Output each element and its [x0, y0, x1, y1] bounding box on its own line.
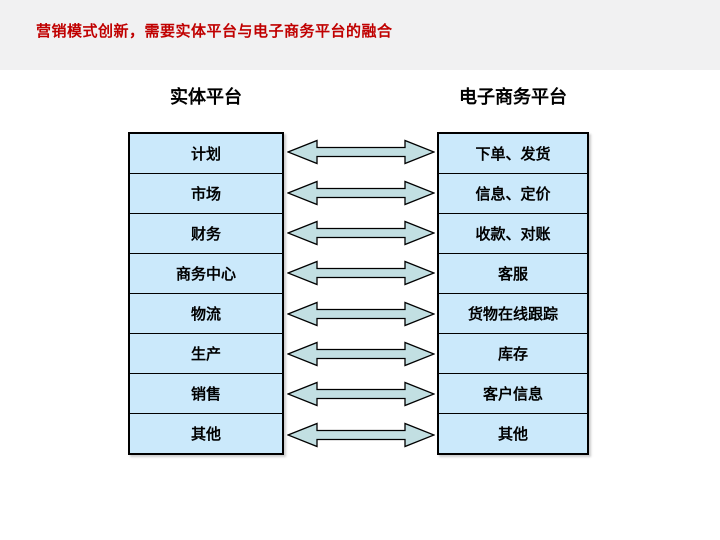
double-arrow-icon: [286, 422, 435, 448]
ecommerce-platform-table: 下单、发货 信息、定价 收款、对账 客服 货物在线跟踪 库存 客户信息 其他: [437, 132, 589, 455]
right-cell-info-pricing: 信息、定价: [439, 174, 587, 214]
arrows-column: [284, 132, 437, 455]
left-cell-plan: 计划: [130, 134, 282, 174]
double-arrow-icon: [286, 301, 435, 327]
double-arrow-icon: [286, 180, 435, 206]
double-arrow-icon: [286, 220, 435, 246]
double-arrow-icon: [286, 381, 435, 407]
left-cell-production: 生产: [130, 334, 282, 374]
physical-platform-table: 计划 市场 财务 商务中心 物流 生产 销售 其他: [128, 132, 284, 455]
left-cell-logistics: 物流: [130, 294, 282, 334]
left-cell-sales: 销售: [130, 374, 282, 414]
left-cell-commerce: 商务中心: [130, 254, 282, 294]
slide-title: 营销模式创新，需要实体平台与电子商务平台的融合: [36, 23, 393, 40]
double-arrow-icon: [286, 139, 435, 165]
right-cell-order-ship: 下单、发货: [439, 134, 587, 174]
right-cell-tracking: 货物在线跟踪: [439, 294, 587, 334]
right-cell-other: 其他: [497, 426, 528, 443]
right-cell-payment-recon: 收款、对账: [439, 214, 587, 254]
left-cell-market: 市场: [130, 174, 282, 214]
double-arrow-icon: [286, 260, 435, 286]
right-cell-inventory: 库存: [439, 334, 587, 374]
right-cell-service: 客服: [439, 254, 587, 294]
double-arrow-icon: [286, 341, 435, 367]
right-cell-customer-info: 客户信息: [439, 374, 587, 414]
left-cell-other: 其他: [190, 426, 221, 443]
left-cell-finance: 财务: [130, 214, 282, 254]
left-column-header: 实体平台: [170, 87, 242, 107]
right-column-header: 电子商务平台: [459, 87, 567, 107]
title-band: [0, 0, 720, 70]
